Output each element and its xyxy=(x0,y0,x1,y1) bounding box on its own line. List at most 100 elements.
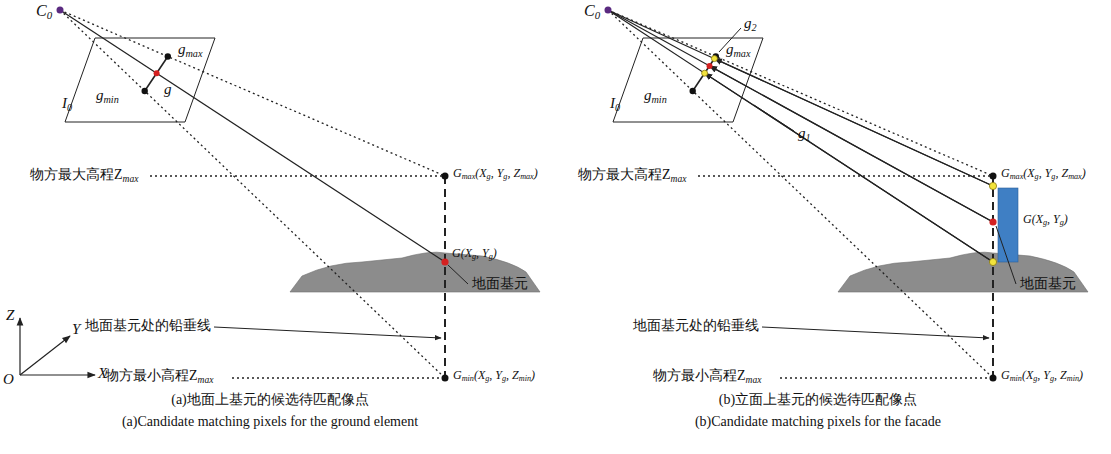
ground-point xyxy=(989,258,996,265)
label: gmin xyxy=(644,86,667,106)
label-text: I xyxy=(610,95,615,111)
ray xyxy=(608,10,993,186)
label: Gmin(Xg, Yg, Zmin) xyxy=(453,368,535,384)
label-text: , Y xyxy=(476,246,489,260)
subscript: min xyxy=(519,374,531,383)
axis-z xyxy=(19,318,20,375)
label-text: 地面基元处的铅垂线 xyxy=(633,318,759,333)
label-text: (X xyxy=(1023,166,1034,180)
image-point xyxy=(154,70,160,76)
label-text: g xyxy=(726,41,734,57)
leader-line xyxy=(754,105,794,131)
label: Z xyxy=(6,306,14,324)
ray-arrow xyxy=(714,59,993,186)
subscript: g xyxy=(472,252,476,261)
label-text: , Y xyxy=(1039,166,1052,180)
max-elevation-line xyxy=(150,175,445,176)
label-text: (X xyxy=(475,166,486,180)
subscript: max xyxy=(746,375,762,385)
label: 物方最大高程Zmax xyxy=(30,167,138,185)
label: I0 xyxy=(62,94,72,114)
label-text: ) xyxy=(1082,166,1086,180)
min-elevation-line xyxy=(232,377,445,378)
label: g xyxy=(164,80,172,98)
label-text: , Z xyxy=(1054,368,1067,382)
plumb-line xyxy=(992,176,994,378)
leader-line xyxy=(996,226,1016,284)
leader-line xyxy=(762,327,989,338)
label-text: (a)地面上基元的候选待匹配像点 xyxy=(171,392,369,407)
label-text: 物方最大高程Z xyxy=(30,167,123,182)
max-elevation-line xyxy=(698,175,993,176)
label-text: (b)Candidate matching pixels for the fac… xyxy=(695,414,941,429)
subscript: g xyxy=(1035,172,1039,181)
subscript: max xyxy=(462,172,476,181)
subscript: 0 xyxy=(615,102,620,113)
label-text: g xyxy=(96,87,104,103)
label: g1 xyxy=(798,124,811,144)
subscript: max xyxy=(671,174,687,184)
subscript: min xyxy=(1010,374,1022,383)
label: I0 xyxy=(610,94,620,114)
label-text: 地面基元处的铅垂线 xyxy=(85,318,211,333)
ground-point xyxy=(441,258,448,265)
image-plane xyxy=(65,38,215,122)
subscript: g xyxy=(1043,218,1047,227)
caption: (b)立面上基元的候选待匹配像点 xyxy=(719,392,917,409)
image-point xyxy=(702,70,708,76)
caption: (a)地面上基元的候选待匹配像点 xyxy=(171,392,369,409)
subscript: g xyxy=(1060,218,1064,227)
label-text: (X xyxy=(474,368,485,382)
leader-line xyxy=(214,327,441,338)
subscript: 1 xyxy=(806,132,811,143)
label: gmax xyxy=(726,40,750,60)
label-text: , Z xyxy=(506,368,519,382)
label-text: 物方最大高程Z xyxy=(578,167,671,182)
label-text: (b)立面上基元的候选待匹配像点 xyxy=(719,392,917,407)
subscript: g xyxy=(489,252,493,261)
subscript: max xyxy=(123,174,139,184)
axis-x xyxy=(20,374,95,375)
label-text: G xyxy=(453,368,462,382)
subscript: max xyxy=(186,48,203,59)
label-text: , Y xyxy=(1037,368,1050,382)
label: Gmax(Xg, Yg, Zmax) xyxy=(1001,166,1086,182)
label: Gmin(Xg, Yg, Zmin) xyxy=(1001,368,1083,384)
label-text: G xyxy=(1001,368,1010,382)
label-text: g xyxy=(644,87,652,103)
label-text: (a)Candidate matching pixels for the gro… xyxy=(122,414,418,429)
image-point xyxy=(707,63,713,69)
label: Gmax(Xg, Yg, Zmax) xyxy=(453,166,538,182)
label-text: , Z xyxy=(507,166,520,180)
caption: (a)Candidate matching pixels for the gro… xyxy=(122,414,418,431)
subscript: min xyxy=(652,94,667,105)
leader-line xyxy=(448,265,468,284)
ray xyxy=(60,10,445,262)
label: 地面基元 xyxy=(472,276,528,293)
projection-center xyxy=(57,7,64,14)
subscript: 0 xyxy=(47,9,52,21)
epipolar-segment xyxy=(693,57,716,92)
label-text: ) xyxy=(534,166,538,180)
image-plane xyxy=(613,38,763,122)
ground-terrain xyxy=(838,252,1088,292)
label: Y xyxy=(72,320,80,338)
subscript: min xyxy=(462,374,474,383)
ray-min xyxy=(60,10,445,378)
ground-point xyxy=(442,375,449,382)
label-text: G xyxy=(453,166,462,180)
label-text: Y xyxy=(72,321,80,337)
label: 物方最小高程Zmax xyxy=(105,368,213,386)
image-point xyxy=(690,88,696,94)
ground-point xyxy=(990,173,997,180)
label-text: C xyxy=(584,2,595,19)
subscript: g xyxy=(485,374,489,383)
subscript: g xyxy=(487,172,491,181)
label-text: 地面基元 xyxy=(472,276,528,291)
caption: (b)Candidate matching pixels for the fac… xyxy=(695,414,941,431)
label-text: , Z xyxy=(1055,166,1068,180)
subscript: 2 xyxy=(752,22,757,33)
min-elevation-line xyxy=(780,377,993,378)
